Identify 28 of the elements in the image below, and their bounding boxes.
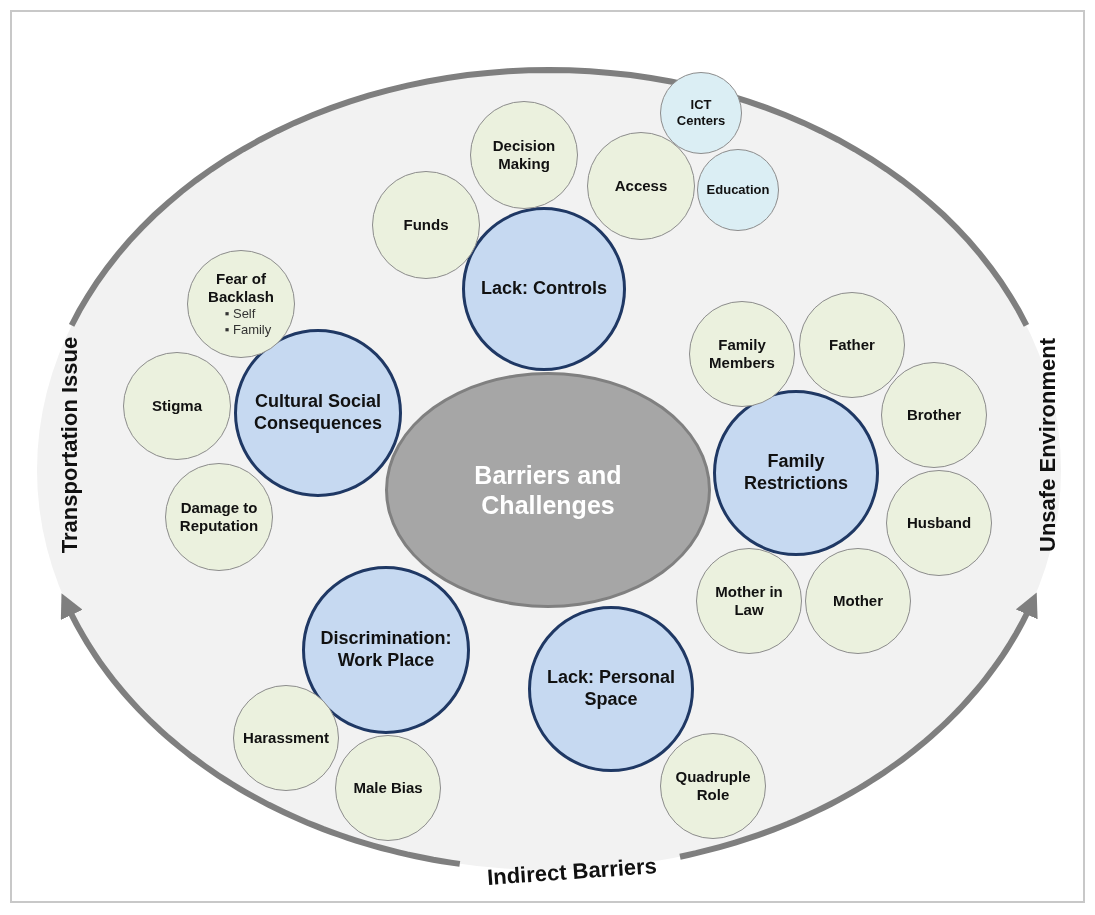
arc-label: Unsafe Environment <box>1034 338 1061 552</box>
circle-label: Decision Making <box>491 137 557 173</box>
circle-label: Mother in Law <box>714 583 784 619</box>
arc-label: Transportation Issue <box>57 336 84 554</box>
bullet-item: ▪ Family <box>224 322 272 339</box>
circle-label: Lack: Controls <box>481 278 607 300</box>
circle-label: ICT Centers <box>675 97 727 129</box>
circle-label: Family Members <box>708 336 776 372</box>
circle-label: Father <box>829 336 875 354</box>
circle-label: Cultural Social Consequences <box>253 391 383 435</box>
circle-label: Husband <box>906 514 972 532</box>
circle-label: Family Restrictions <box>743 451 849 495</box>
circle-label: Funds <box>403 216 449 234</box>
circle-label: Brother <box>906 406 962 424</box>
circle-label: Male Bias <box>353 779 423 797</box>
circle-label: Harassment <box>243 729 329 747</box>
circle-label: Damage to Reputation <box>178 499 260 535</box>
circle-label: Discrimination: Work Place <box>319 628 453 672</box>
circle-label: Lack: Personal Space <box>545 667 677 711</box>
circle-label: Stigma <box>152 397 202 415</box>
circle-label: Access <box>614 177 668 195</box>
circle-label: Quadruple Role <box>674 768 752 804</box>
circle-label: Barriers and Challenges <box>473 460 623 520</box>
circle-label: Mother <box>833 592 883 610</box>
circle-label: Education <box>706 182 770 198</box>
circle-label: Fear of Backlash <box>207 269 275 306</box>
bullet-item: ▪ Self <box>224 305 257 322</box>
arc-label: Indirect Barriers <box>486 853 658 891</box>
